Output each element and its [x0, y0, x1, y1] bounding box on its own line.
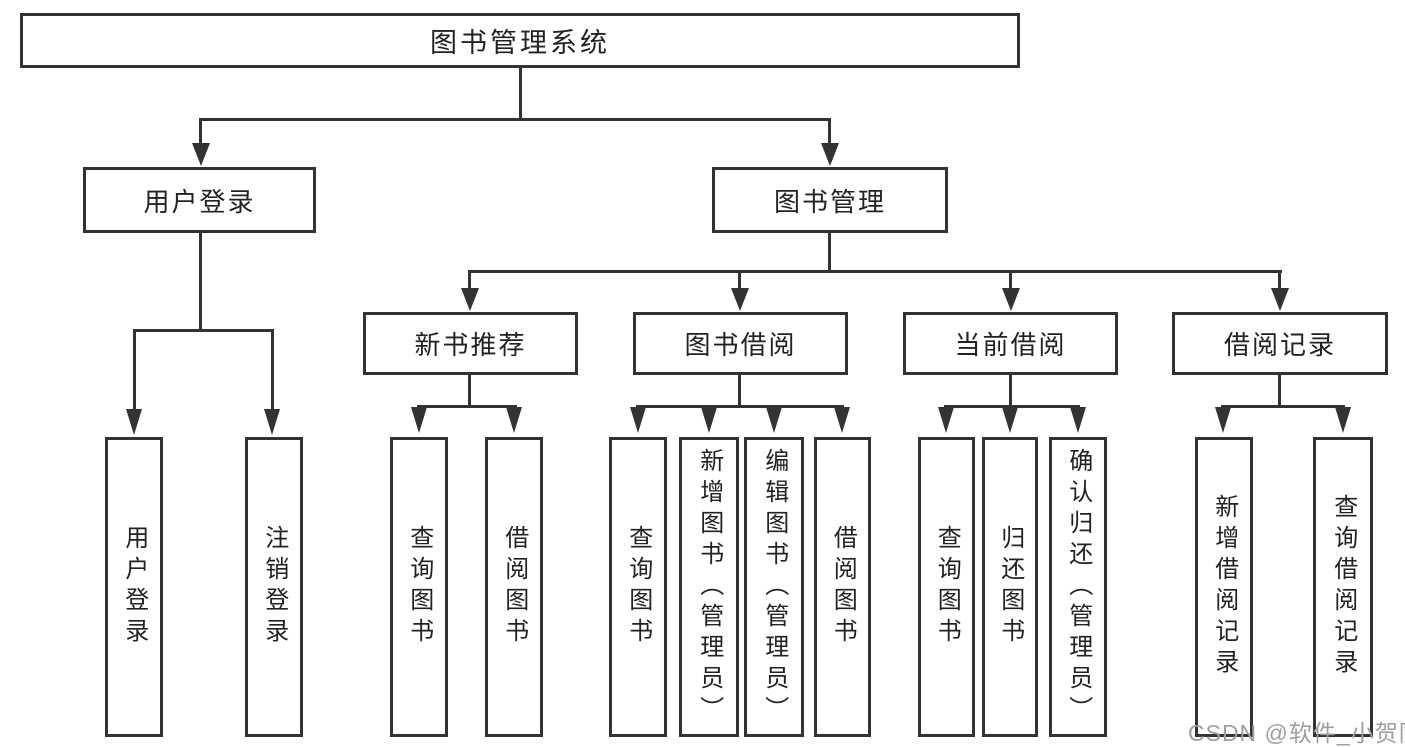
node-query-borrow-record: 查询借阅记录: [1313, 437, 1373, 737]
connector: [1221, 405, 1345, 408]
connector: [738, 375, 741, 408]
node-current-borrow: 当前借阅: [903, 312, 1118, 375]
connector: [519, 68, 522, 119]
node-logout: 注销登录: [245, 437, 303, 737]
arrowhead: [1070, 407, 1086, 433]
connector: [1009, 270, 1012, 290]
arrowhead: [701, 407, 717, 433]
node-user-login-leaf-label: 用户登录: [120, 525, 148, 649]
node-user-login-label: 用户登录: [143, 186, 256, 217]
node-return-books: 归还图书: [982, 437, 1038, 737]
node-add-books-admin-label: 新增图书（管理员）: [695, 447, 723, 727]
node-query-books-rec-label: 查询图书: [405, 525, 433, 649]
arrowhead: [1002, 407, 1018, 433]
connector: [199, 233, 202, 332]
arrowhead: [1002, 288, 1020, 311]
node-logout-label: 注销登录: [260, 525, 288, 649]
connector: [468, 270, 471, 290]
node-query-books-current: 查询图书: [918, 437, 975, 737]
connector: [636, 405, 844, 408]
node-borrow-record-label: 借阅记录: [1223, 330, 1336, 360]
connector: [1278, 375, 1281, 408]
node-query-books-rec: 查询图书: [390, 437, 448, 737]
node-confirm-return-admin-label: 确认归还（管理员）: [1064, 447, 1092, 727]
connector: [199, 118, 202, 145]
node-edit-books-admin: 编辑图书（管理员）: [744, 437, 804, 737]
arrowhead: [938, 407, 954, 433]
connector: [271, 329, 274, 411]
node-return-books-label: 归还图书: [996, 525, 1024, 649]
arrowhead: [126, 409, 142, 435]
node-book-borrow: 图书借阅: [633, 312, 848, 375]
connector: [1009, 375, 1012, 408]
connector: [1278, 270, 1281, 290]
node-root: 图书管理系统: [20, 13, 1020, 68]
node-borrow-books-rec-label: 借阅图书: [500, 525, 528, 649]
node-borrow-books-rec: 借阅图书: [485, 437, 543, 737]
node-query-books-borrow: 查询图书: [609, 437, 667, 737]
node-book-mgmt: 图书管理: [712, 167, 948, 233]
node-book-mgmt-label: 图书管理: [773, 186, 886, 217]
node-query-borrow-record-label: 查询借阅记录: [1329, 494, 1357, 680]
connector: [417, 405, 517, 408]
arrowhead: [192, 143, 210, 166]
node-add-borrow-record: 新增借阅记录: [1195, 437, 1253, 737]
node-confirm-return-admin: 确认归还（管理员）: [1049, 437, 1107, 737]
connector: [944, 405, 1080, 408]
node-query-books-current-label: 查询图书: [933, 525, 961, 649]
connector: [828, 118, 831, 145]
node-user-login: 用户登录: [83, 167, 316, 233]
csdn-watermark: CSDN @软件_小贺同学: [1188, 720, 1405, 746]
connector: [133, 329, 274, 332]
node-root-label: 图书管理系统: [430, 28, 610, 58]
node-edit-books-admin-label: 编辑图书（管理员）: [760, 447, 788, 727]
node-query-books-borrow-label: 查询图书: [624, 525, 652, 649]
node-new-book-rec-label: 新书推荐: [414, 330, 527, 360]
arrowhead: [461, 288, 479, 311]
node-add-books-admin: 新增图书（管理员）: [679, 437, 739, 737]
arrowhead: [766, 407, 782, 433]
arrowhead: [411, 407, 427, 433]
node-borrow-books-label: 借阅图书: [829, 525, 857, 649]
arrowhead: [264, 409, 280, 435]
arrowhead: [1215, 407, 1231, 433]
node-add-borrow-record-label: 新增借阅记录: [1210, 494, 1238, 680]
connector: [133, 329, 136, 411]
node-borrow-record: 借阅记录: [1172, 312, 1388, 375]
connector: [199, 118, 831, 121]
arrowhead: [1271, 288, 1289, 311]
arrowhead: [834, 407, 850, 433]
node-borrow-books: 借阅图书: [814, 437, 871, 737]
node-current-borrow-label: 当前借阅: [954, 330, 1067, 360]
arrowhead: [821, 143, 839, 166]
connector: [468, 375, 471, 408]
arrowhead: [506, 407, 522, 433]
connector: [738, 270, 741, 290]
arrowhead: [630, 407, 646, 433]
arrowhead: [1335, 407, 1351, 433]
node-book-borrow-label: 图书借阅: [684, 330, 797, 360]
node-user-login-leaf: 用户登录: [105, 437, 163, 737]
arrowhead: [731, 288, 749, 311]
connector: [469, 270, 1282, 273]
node-new-book-rec: 新书推荐: [363, 312, 578, 375]
connector: [828, 233, 831, 273]
